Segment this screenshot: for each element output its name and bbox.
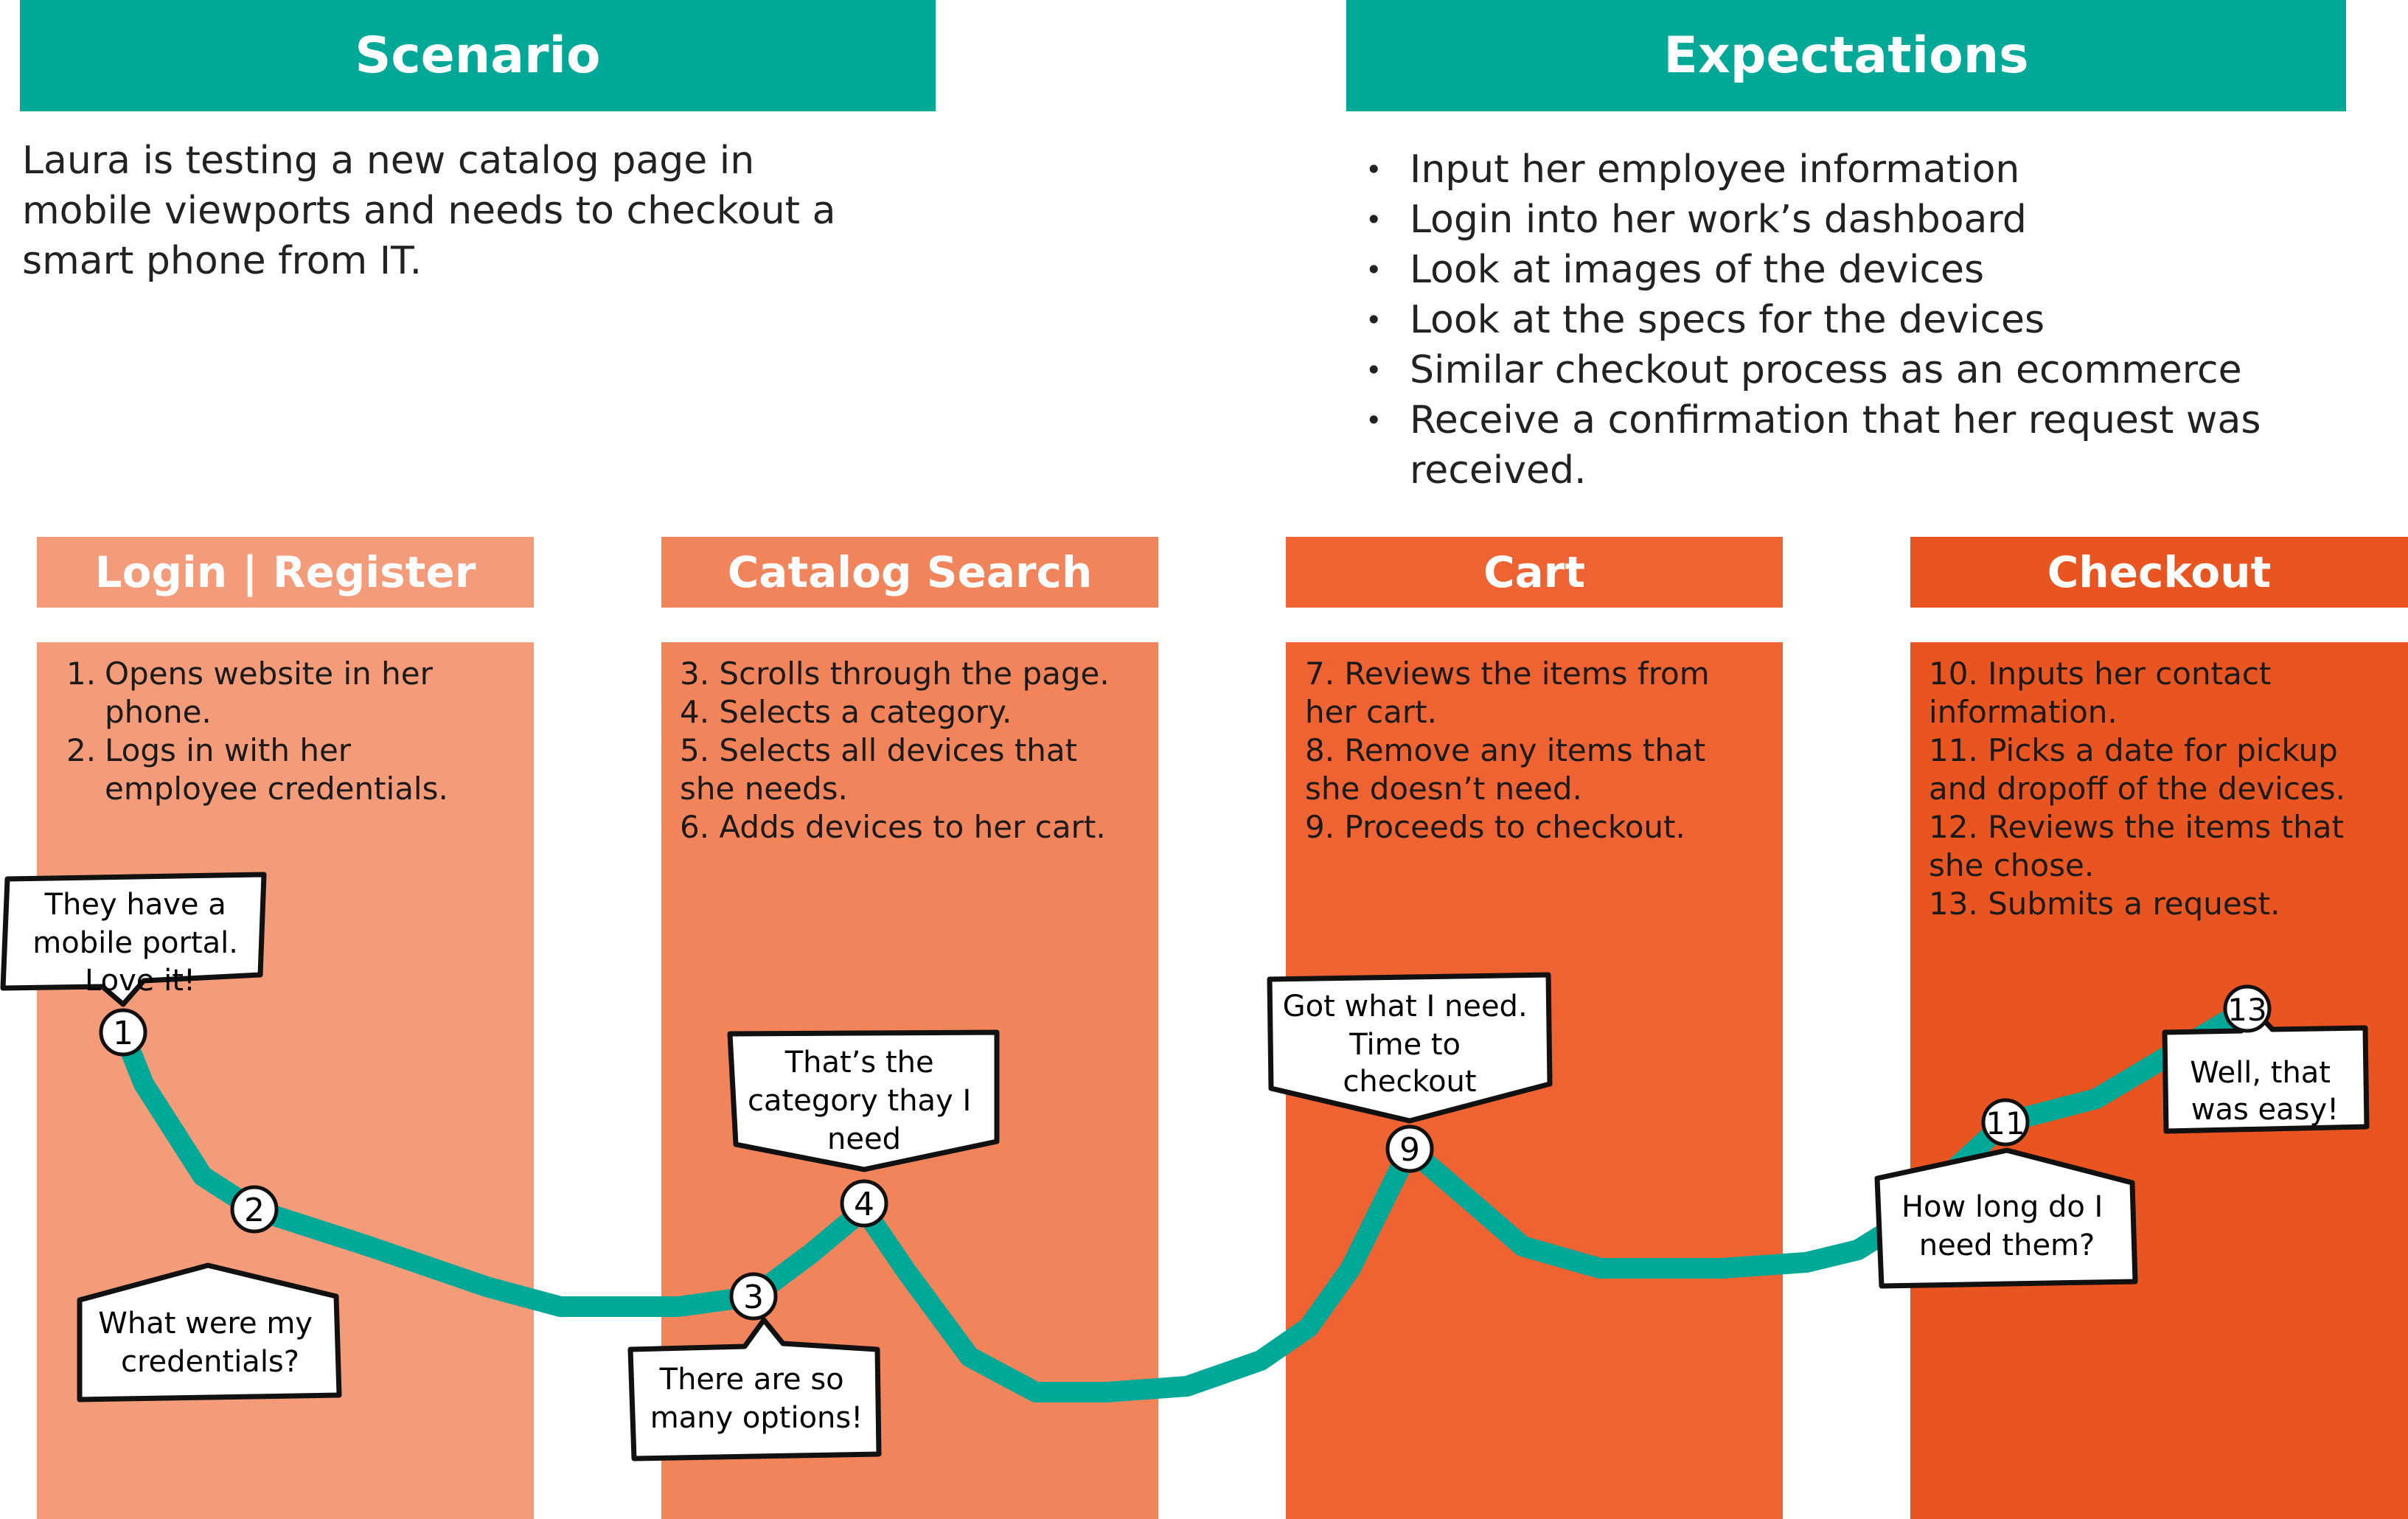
svg-text:How long do I need them?: How long do I need them? [1901, 1190, 2112, 1262]
step-item: she doesn’t need. [1305, 771, 1582, 807]
svg-text:They have a mobile porta: They have a mobile portal. Love it! [32, 888, 247, 998]
step-item: her cart. [1305, 694, 1437, 730]
speech-bubble: What were my credentials? [77, 1262, 342, 1402]
bubble-line: need them? [1919, 1228, 2095, 1262]
step-item: 4. Selects a category. [680, 694, 1012, 730]
svg-text:9: 9 [1399, 1131, 1420, 1169]
step-marker: 4 [840, 1179, 888, 1228]
stage-title-catalog-search: Catalog Search [661, 537, 1158, 608]
stage-steps-login: 1.Opens website in her phone. 2.Logs in … [66, 655, 509, 808]
expectation-item: Login into her work’s dashboard [1365, 195, 2383, 245]
bubble-line: They have a [44, 888, 226, 922]
step-item: 7. Reviews the items from [1305, 656, 1710, 692]
step-item: she chose. [1929, 847, 2095, 883]
step-item: 12. Reviews the items that [1929, 809, 2344, 845]
scenario-text: Laura is testing a new catalog page in m… [22, 136, 951, 286]
stage-steps-checkout: 10. Inputs her contact information. 11. … [1929, 655, 2345, 923]
bubble-line: need [827, 1122, 901, 1156]
expectation-item: Receive a confirmation that her request … [1365, 395, 2346, 496]
stage-steps-catalog-search: 3. Scrolls through the page. 4. Selects … [680, 655, 1110, 847]
scenario-line: Laura is testing a new catalog page in [22, 139, 755, 183]
step-item: 9. Proceeds to checkout. [1305, 809, 1685, 845]
svg-text:2: 2 [244, 1192, 265, 1229]
svg-text:Got what I need. Time to: Got what I need. Time to checkout [1283, 990, 1537, 1099]
bubble-line: Love it! [85, 964, 195, 998]
bubble-line: How long do I [1901, 1190, 2103, 1224]
speech-bubble: That’s the category thay I need [727, 1029, 1000, 1172]
speech-bubble: Well, that was easy! [2162, 1009, 2370, 1134]
bubble-line: Time to [1349, 1028, 1461, 1062]
svg-text:3: 3 [743, 1279, 764, 1316]
bubble-line: was easy! [2191, 1093, 2339, 1127]
expectation-item: Similar checkout process as an ecommerce [1365, 345, 2383, 395]
speech-bubble: There are so many options! [627, 1317, 882, 1461]
step-marker: 11 [1981, 1098, 2030, 1147]
bubble-line: mobile portal. [32, 926, 238, 960]
scenario-line: mobile viewports and needs to checkout a [22, 189, 836, 233]
bubble-line: many options! [650, 1401, 863, 1435]
step-item: information. [1929, 694, 2118, 730]
step-item: 8. Remove any items that [1305, 732, 1706, 768]
stage-title-login: Login | Register [37, 537, 534, 608]
bubble-line: There are so [659, 1363, 844, 1397]
step-item: 2.Logs in with her employee credentials. [66, 732, 448, 807]
expectations-title: Expectations [1663, 27, 2029, 85]
speech-bubble: Got what I need. Time to checkout [1267, 972, 1553, 1124]
svg-text:11: 11 [1986, 1105, 2025, 1141]
step-marker: 1 [99, 1008, 147, 1057]
svg-text:13: 13 [2227, 992, 2266, 1028]
stage-title-checkout: Checkout [1910, 537, 2408, 608]
step-item: 3. Scrolls through the page. [680, 656, 1110, 692]
expectation-item: Look at images of the devices [1365, 245, 2383, 295]
step-marker: 13 [2223, 984, 2272, 1033]
expectations-list: Input her employee information Login int… [1365, 145, 2383, 496]
svg-text:1: 1 [113, 1015, 133, 1052]
expectations-header: Expectations [1346, 0, 2346, 111]
stage-steps-cart: 7. Reviews the items from her cart. 8. R… [1305, 655, 1710, 847]
stage-title-cart: Cart [1286, 537, 1783, 608]
step-item: 13. Submits a request. [1929, 886, 2280, 922]
speech-bubble: How long do I need them? [1874, 1147, 2138, 1289]
bubble-line: Well, that [2190, 1056, 2331, 1090]
journey-line [113, 998, 2258, 1402]
step-item: 1.Opens website in her phone. [66, 656, 433, 730]
step-item: 5. Selects all devices that [680, 732, 1078, 768]
step-item: and dropoff of the devices. [1929, 771, 2346, 807]
scenario-title: Scenario [355, 27, 601, 85]
bubble-line: category thay I [748, 1084, 971, 1118]
step-marker: 2 [230, 1185, 279, 1234]
step-item: 11. Picks a date for pickup [1929, 732, 2338, 768]
svg-text:There are so many option: There are so many options! [650, 1363, 863, 1435]
expectation-item: Input her employee information [1365, 145, 2383, 195]
svg-text:Well, that was easy!: Well, that was easy! [2190, 1056, 2339, 1127]
speech-bubble: They have a mobile portal. Love it! [0, 872, 267, 1007]
bubble-line: credentials? [121, 1345, 299, 1379]
svg-text:What were my credentials: What were my credentials? [98, 1307, 321, 1379]
bubble-line: checkout [1343, 1065, 1476, 1099]
step-marker: 9 [1385, 1125, 1434, 1173]
svg-text:4: 4 [854, 1186, 874, 1223]
bubble-line: That’s the [784, 1046, 934, 1080]
step-item: 6. Adds devices to her cart. [680, 809, 1106, 845]
expectation-item: Look at the specs for the devices [1365, 295, 2383, 345]
bubble-line: Got what I need. [1283, 990, 1528, 1023]
step-marker: 3 [729, 1272, 778, 1321]
scenario-line: smart phone from IT. [22, 239, 422, 283]
scenario-header: Scenario [20, 0, 936, 111]
step-item: she needs. [680, 771, 848, 807]
svg-text:That’s the category thay: That’s the category thay I need [748, 1046, 981, 1156]
step-item: 10. Inputs her contact [1929, 656, 2272, 692]
bubble-line: What were my [98, 1307, 313, 1341]
